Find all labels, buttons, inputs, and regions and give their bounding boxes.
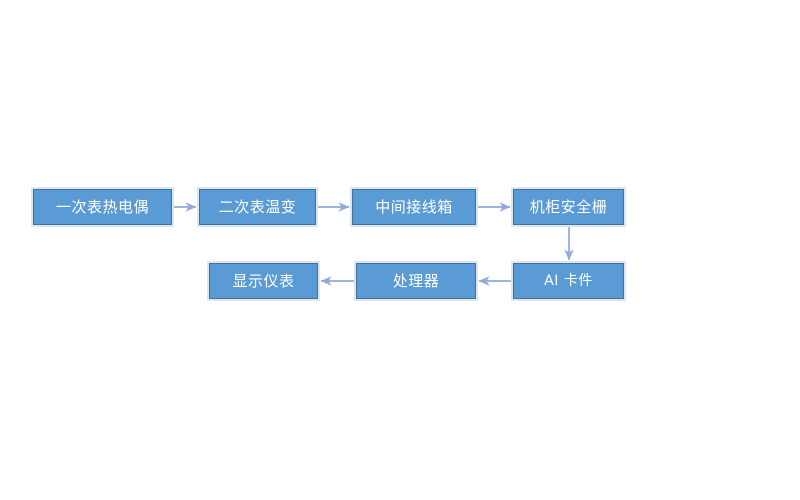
node-label: 二次表温变 [218, 197, 297, 216]
node-ai-card[interactable]: AI 卡件 [513, 263, 624, 299]
node-label: AI 卡件 [544, 273, 593, 289]
node-processor[interactable]: 处理器 [356, 263, 476, 299]
node-label: 显示仪表 [232, 271, 295, 290]
node-primary-thermocouple[interactable]: 一次表热电偶 [33, 189, 172, 225]
node-cabinet-safety-barrier[interactable]: 机柜安全栅 [513, 189, 624, 225]
node-label: 处理器 [392, 271, 440, 290]
node-label: 中间接线箱 [375, 197, 453, 216]
node-display-instrument[interactable]: 显示仪表 [209, 263, 318, 299]
node-label: 一次表热电偶 [55, 197, 149, 216]
node-junction-box[interactable]: 中间接线箱 [352, 189, 476, 225]
node-secondary-transmitter[interactable]: 二次表温变 [199, 189, 316, 225]
node-label: 机柜安全栅 [529, 197, 608, 216]
